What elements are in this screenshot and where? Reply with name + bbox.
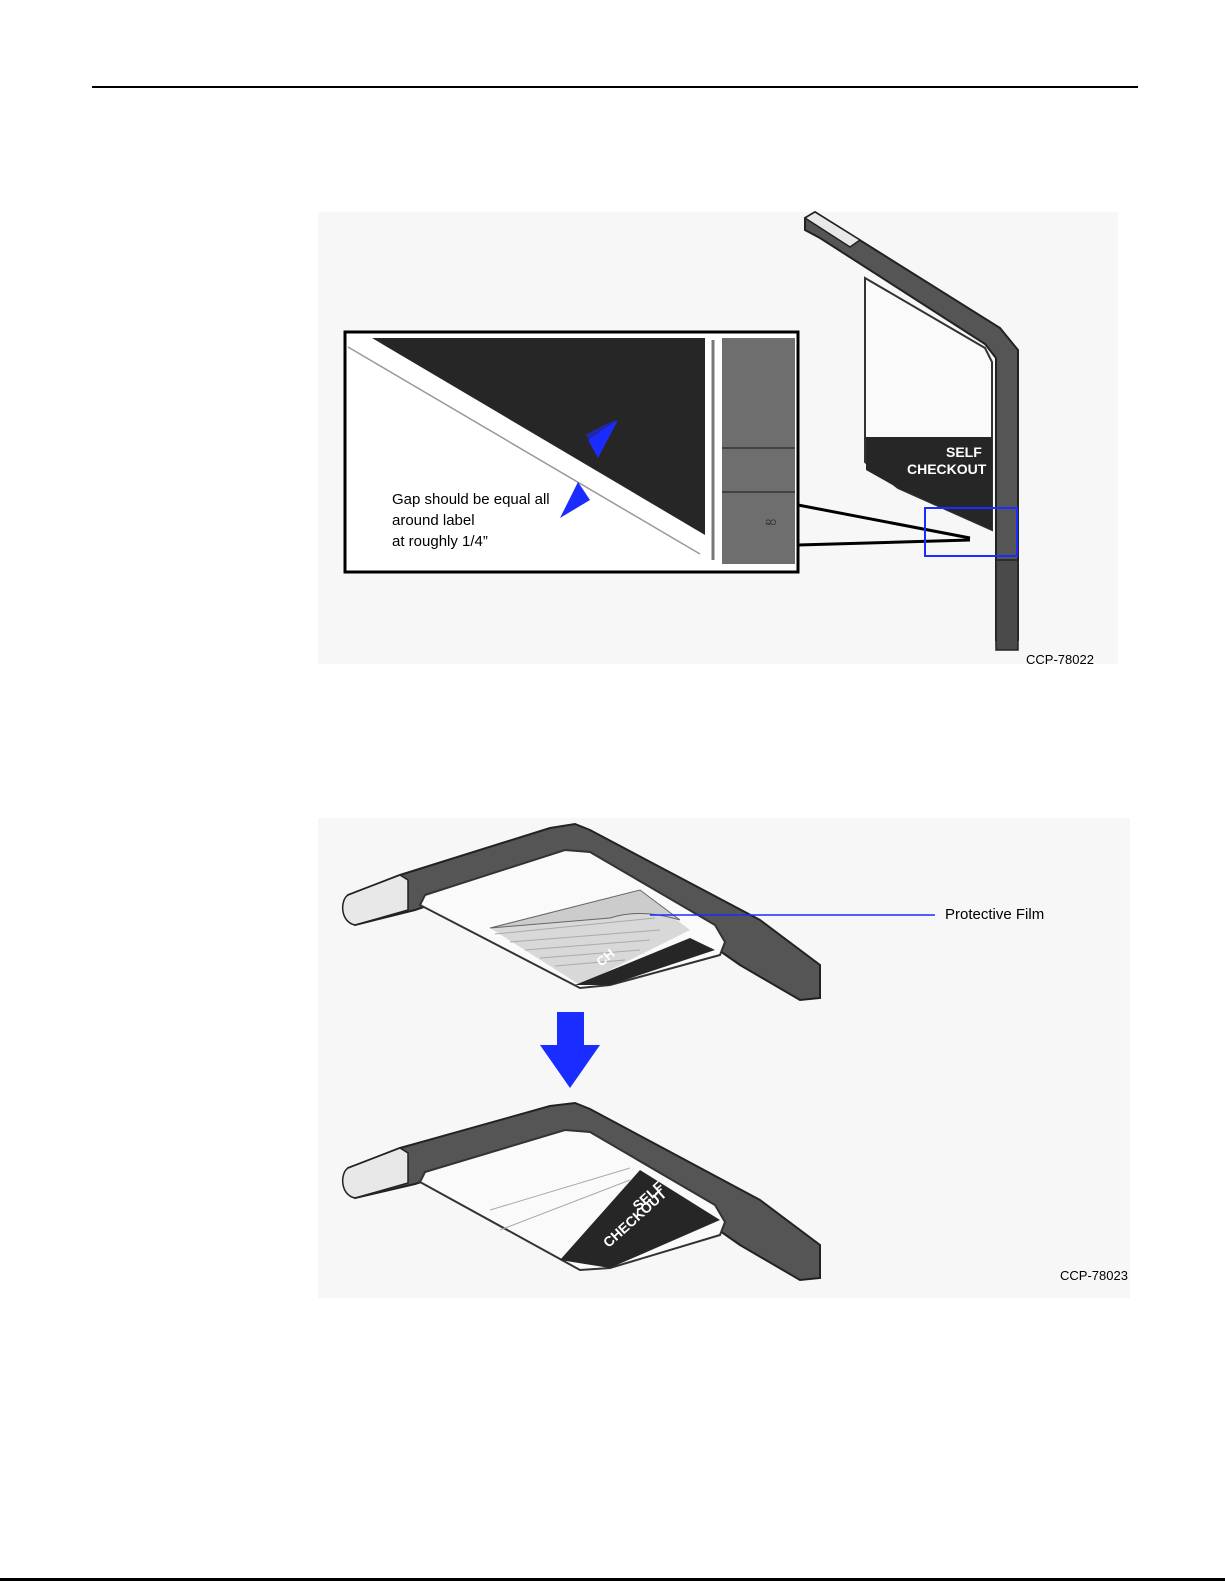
sign-label-checkout: CHECKOUT xyxy=(907,461,986,477)
figure-protective-film: Protective Film CH SELF CHECKOUT CCP-780… xyxy=(0,800,1225,1300)
figure-label-gap: ဆ Gap should be equal all around label a… xyxy=(0,0,1225,700)
protective-film-callout: Protective Film xyxy=(945,906,1044,923)
figure-code: CCP-78022 xyxy=(1026,652,1094,667)
figure-code: CCP-78023 xyxy=(1060,1268,1128,1283)
sign-label-self: SELF xyxy=(946,444,982,460)
figure-protective-film-illustration xyxy=(0,800,1225,1300)
svg-text:ဆ: ဆ xyxy=(765,514,777,528)
gap-callout-line3: at roughly 1/4” xyxy=(392,533,488,550)
footer-rule xyxy=(0,1578,1225,1581)
sign-with-film xyxy=(343,824,820,1000)
gap-callout-line2: around label xyxy=(392,512,475,529)
sign-frame-right xyxy=(805,212,1018,650)
figure-label-gap-illustration: ဆ xyxy=(0,0,1225,700)
gap-callout-line1: Gap should be equal all xyxy=(392,491,550,508)
sign-film-removed xyxy=(343,1103,820,1280)
